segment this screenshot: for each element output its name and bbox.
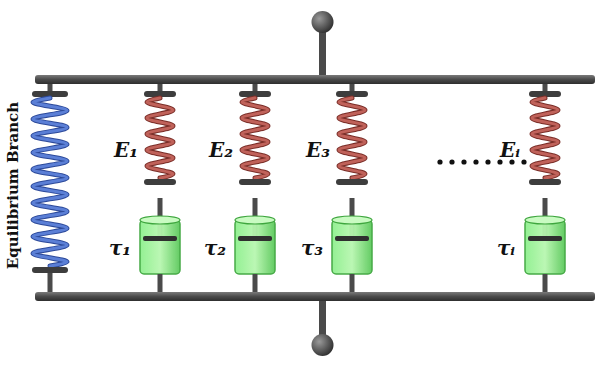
branch-rod (253, 84, 258, 92)
dot (437, 159, 442, 164)
spring-rod (48, 84, 53, 92)
parameter-symbol: E₃ (306, 140, 330, 160)
damper-symbol (140, 198, 180, 292)
spring-rod (48, 273, 53, 292)
branch-rod (350, 84, 355, 92)
bottom-knob (312, 334, 334, 356)
ellipsis-dots (437, 159, 526, 164)
top-stem (319, 26, 326, 75)
damper-symbol (332, 198, 372, 292)
branch-label: Equilibrium Branch (7, 101, 22, 268)
bottom-bar (35, 292, 595, 301)
dot (497, 159, 502, 164)
parameter-symbol: E₁ (114, 140, 138, 160)
dot (461, 159, 466, 164)
maxwell-spring (532, 98, 558, 178)
maxwell-spring (339, 98, 365, 178)
spring-cap (144, 179, 176, 185)
dot (449, 159, 454, 164)
top-knob (312, 11, 334, 33)
top-bar (35, 75, 595, 84)
spring-cap (239, 179, 271, 185)
spring-cap (336, 179, 368, 185)
parameter-symbol: Eᵢ (500, 140, 520, 160)
maxwell-spring (147, 98, 173, 178)
damper-symbol (235, 198, 275, 292)
parameter-symbol: E₂ (209, 140, 233, 160)
damper-symbol (525, 198, 565, 292)
parameter-symbol: τᵢ (497, 238, 515, 258)
branch-rod (543, 84, 548, 92)
dot (485, 159, 490, 164)
parameter-symbol: τ₃ (301, 238, 323, 258)
dot (521, 159, 526, 164)
equilibrium-spring (33, 98, 67, 266)
dot (473, 159, 478, 164)
spring-cap (32, 267, 68, 273)
parameter-symbol: τ₁ (109, 238, 131, 258)
spring-cap (529, 179, 561, 185)
dot (509, 159, 514, 164)
branch-rod (158, 84, 163, 92)
parameter-symbol: τ₂ (204, 238, 226, 258)
maxwell-spring (242, 98, 268, 178)
